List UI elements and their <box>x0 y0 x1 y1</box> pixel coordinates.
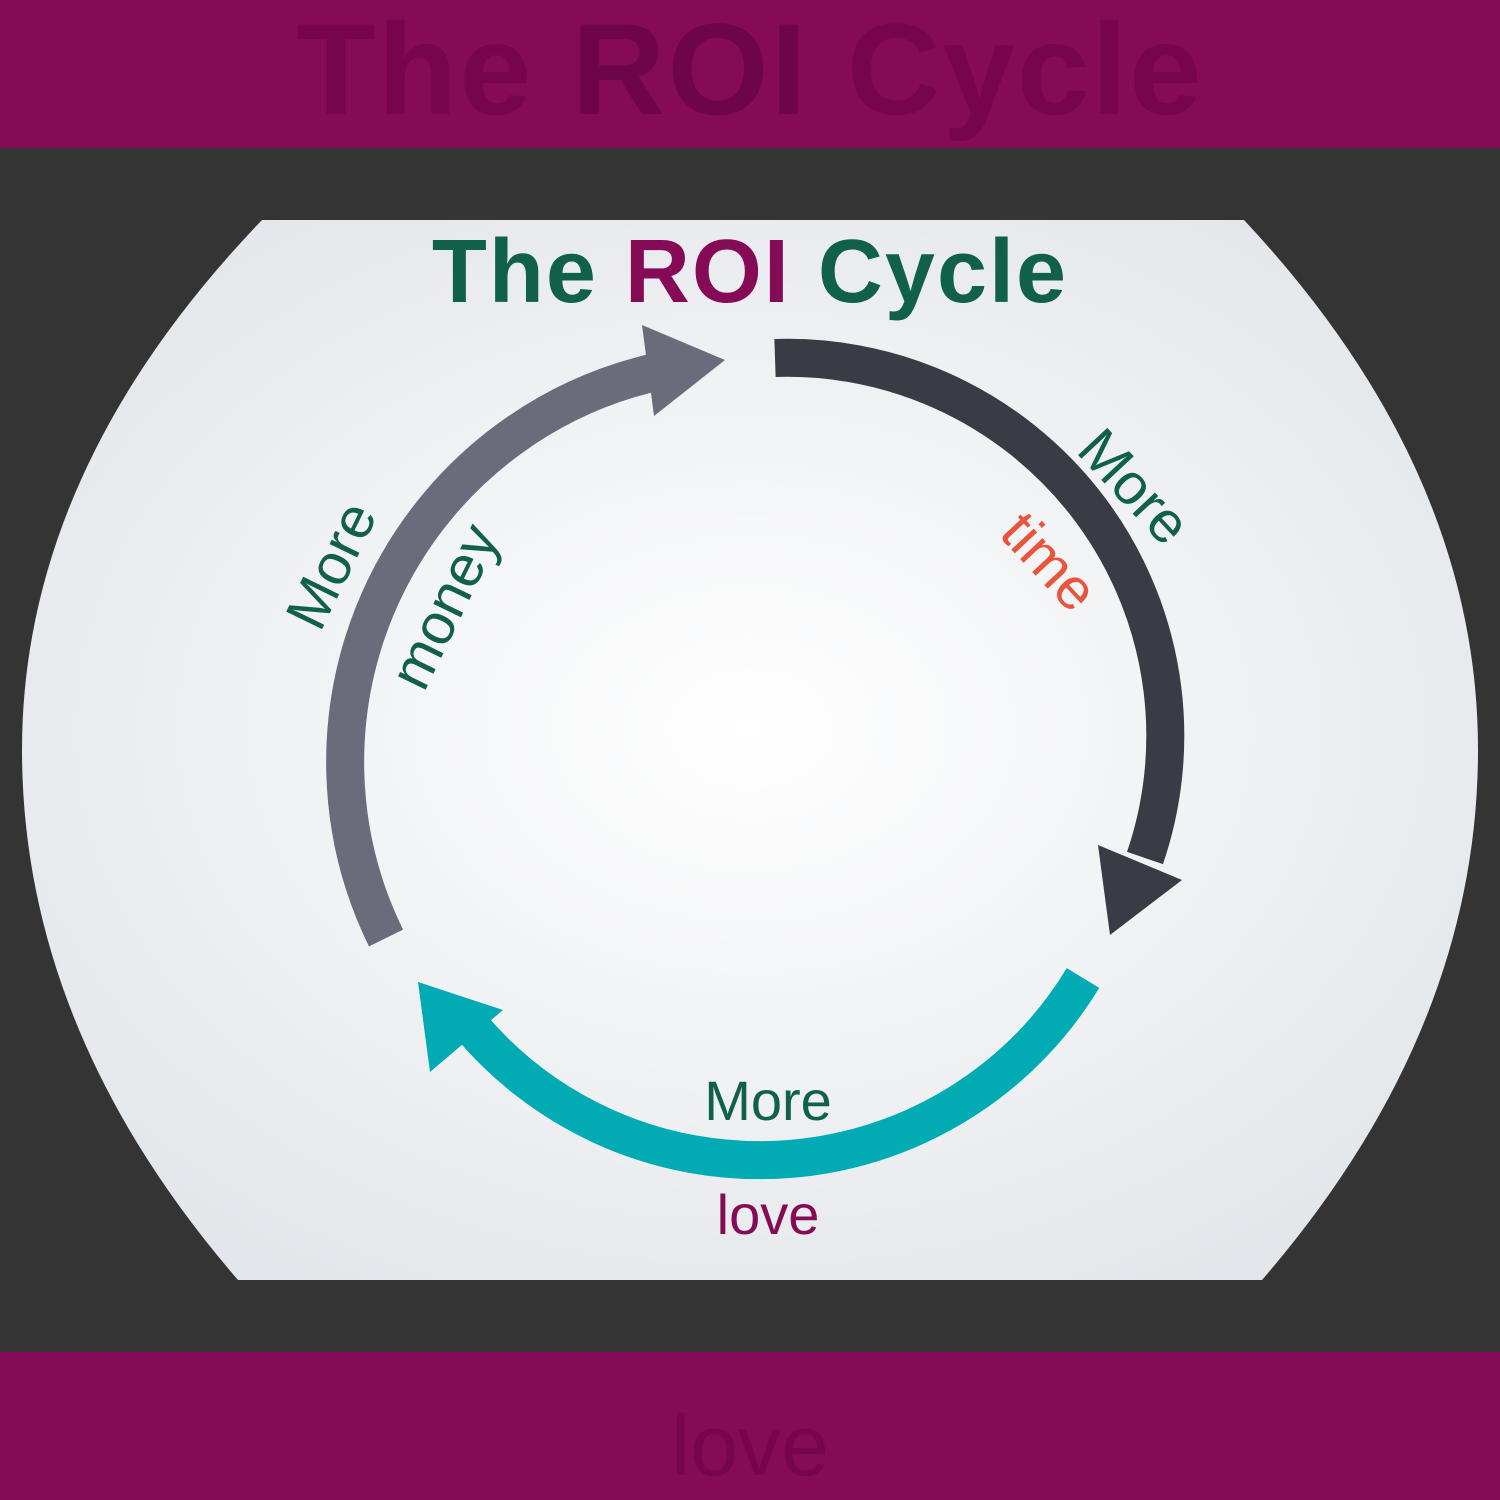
page-title: The ROI Cycle <box>432 222 1068 322</box>
title-part1: The <box>432 222 625 322</box>
love-arrow-shaft <box>455 968 1100 1180</box>
time-arrow-head <box>1098 845 1182 935</box>
top-band-title-echo: The ROI Cycle <box>296 0 1203 144</box>
money-arrow-shaft <box>326 351 669 947</box>
love-label-more: More <box>704 1069 832 1132</box>
money-arrow-head <box>642 325 725 416</box>
love-label-word: love <box>717 1183 820 1246</box>
bottom-band: love <box>0 1352 1500 1500</box>
title-part2: ROI <box>625 222 791 322</box>
time-arrow-shaft <box>774 338 1185 865</box>
top-band: The ROI Cycle <box>0 0 1500 148</box>
title-part3: Cycle <box>791 222 1068 322</box>
panel-background <box>22 220 1478 1280</box>
money-arrow <box>326 325 725 947</box>
time-arrow <box>774 338 1185 935</box>
love-arrow <box>418 968 1100 1180</box>
bottom-band-love-echo: love <box>671 1397 829 1494</box>
top-echo-part2: ROI <box>571 0 809 142</box>
top-echo-part1: The <box>296 0 572 142</box>
top-echo-part3: Cycle <box>808 0 1204 142</box>
love-arrow-head <box>418 982 503 1072</box>
